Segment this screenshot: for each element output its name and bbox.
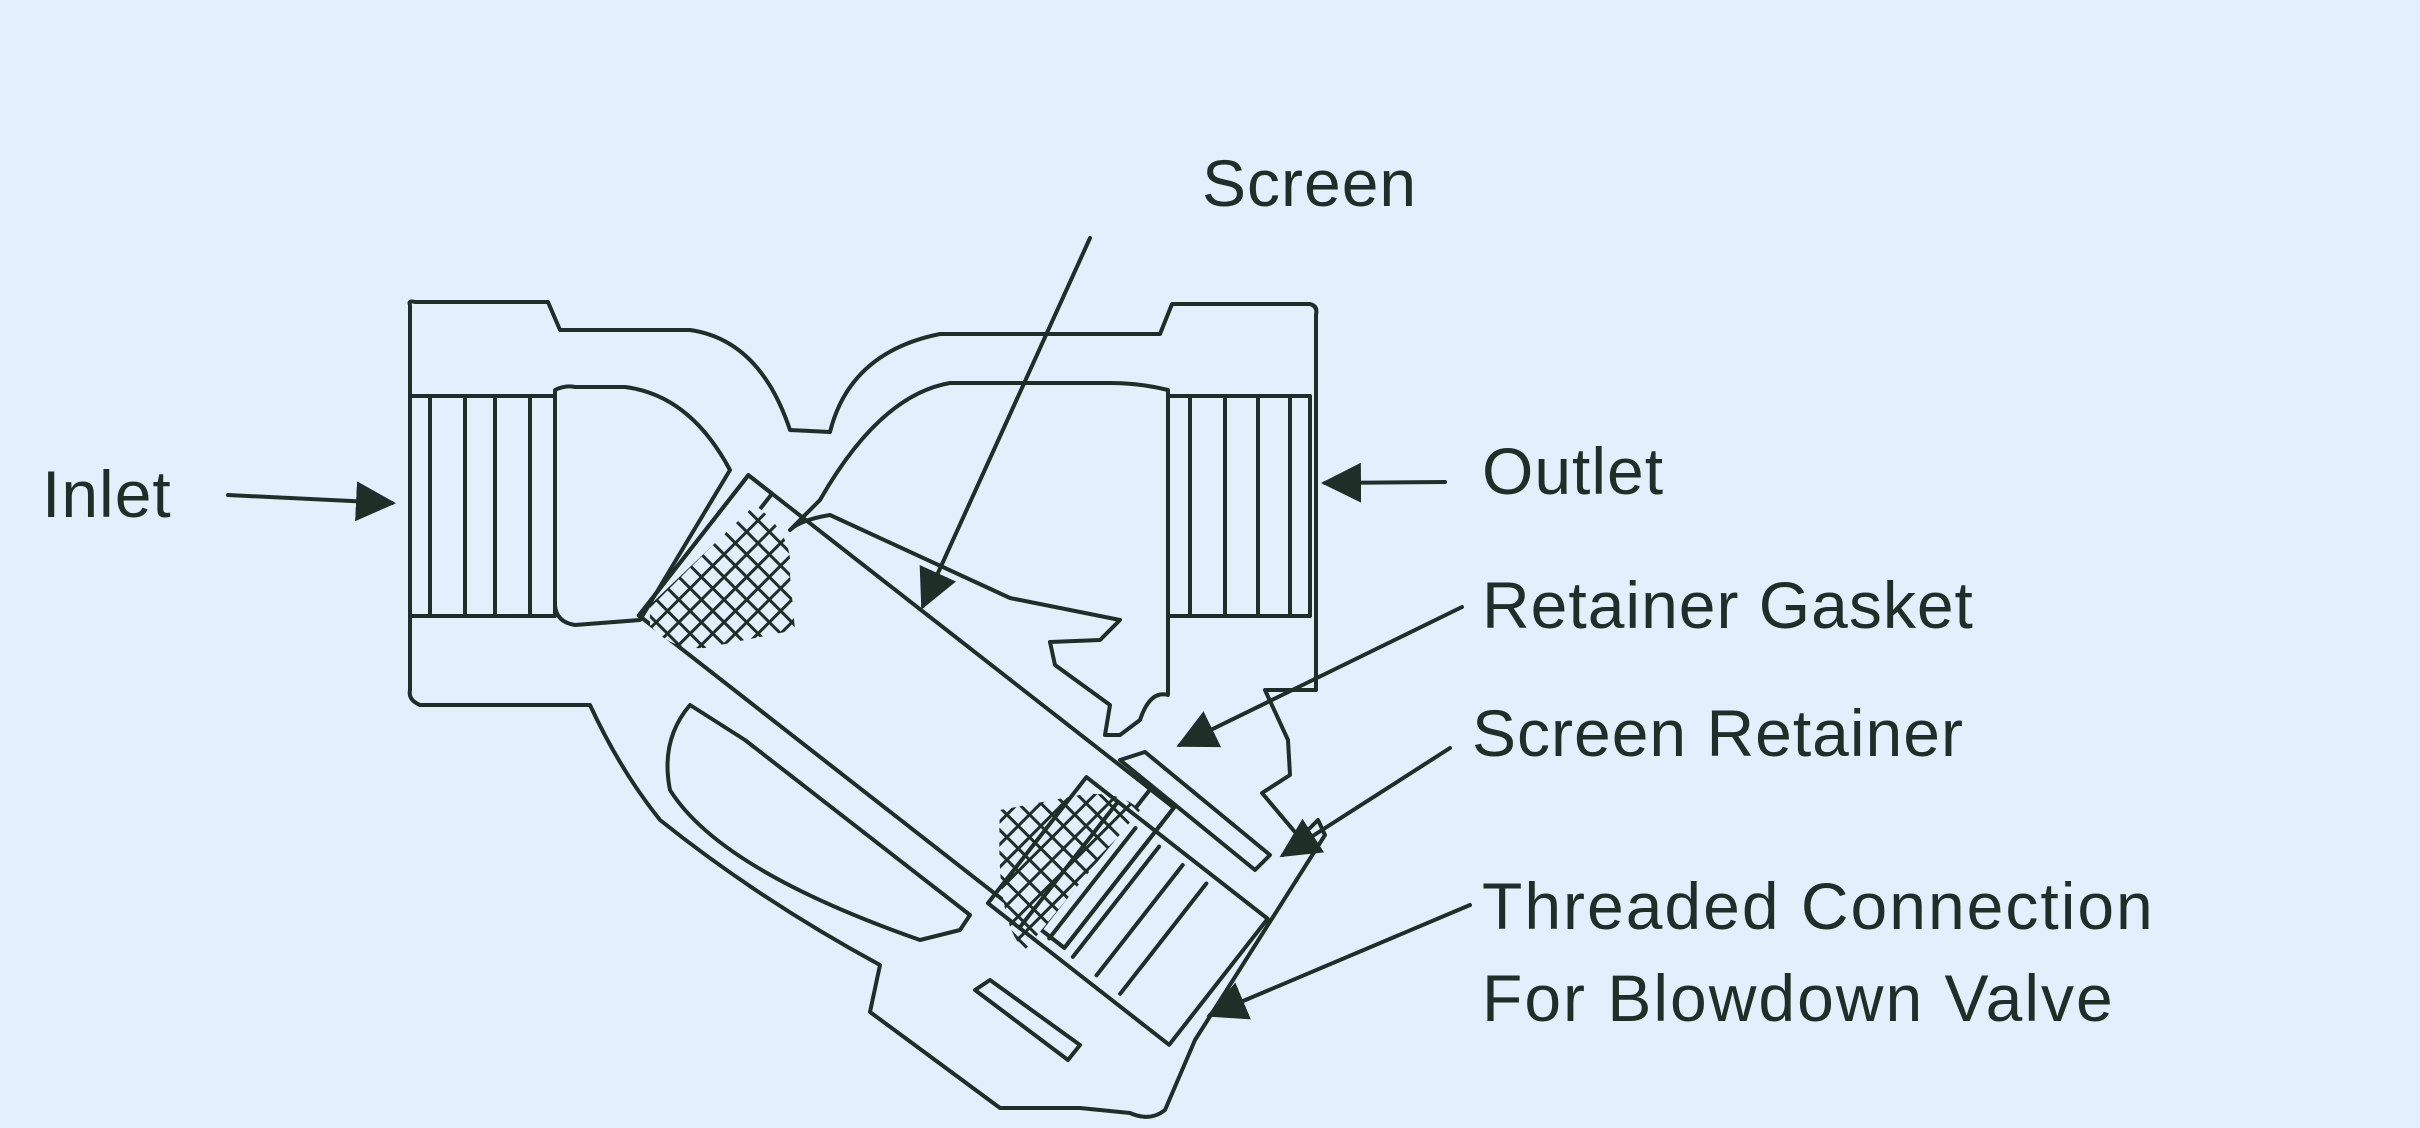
threaded-connection-line1: Threaded Connection <box>1482 869 2155 943</box>
retainer-gasket <box>1118 750 1272 872</box>
screen-retainer-leader <box>1279 746 1452 858</box>
body-cavity <box>665 703 972 942</box>
screen-retainer-cap <box>985 775 1270 1047</box>
outlet-passage <box>788 381 1170 737</box>
screen-retainer-label: Screen Retainer <box>1472 696 1964 770</box>
body-outline <box>407 299 1327 1119</box>
outlet-label: Outlet <box>1482 434 1665 508</box>
threaded-connection-line2: For Blowdown Valve <box>1482 961 2115 1035</box>
screen-mesh-upper <box>650 505 795 649</box>
outlet-leader <box>1321 462 1447 503</box>
inlet-leader <box>226 481 396 522</box>
threaded-connection-label: Threaded Connection For Blowdown Valve <box>1482 860 2155 1044</box>
screen-label: Screen <box>1202 146 1418 220</box>
inlet-label: Inlet <box>42 457 172 531</box>
inlet-passage <box>553 384 732 627</box>
retainer-gasket-leader <box>1176 605 1464 748</box>
screen-leader <box>919 236 1092 610</box>
threaded-connection-leader <box>1206 903 1472 1020</box>
retainer-gasket-label: Retainer Gasket <box>1482 568 1974 642</box>
